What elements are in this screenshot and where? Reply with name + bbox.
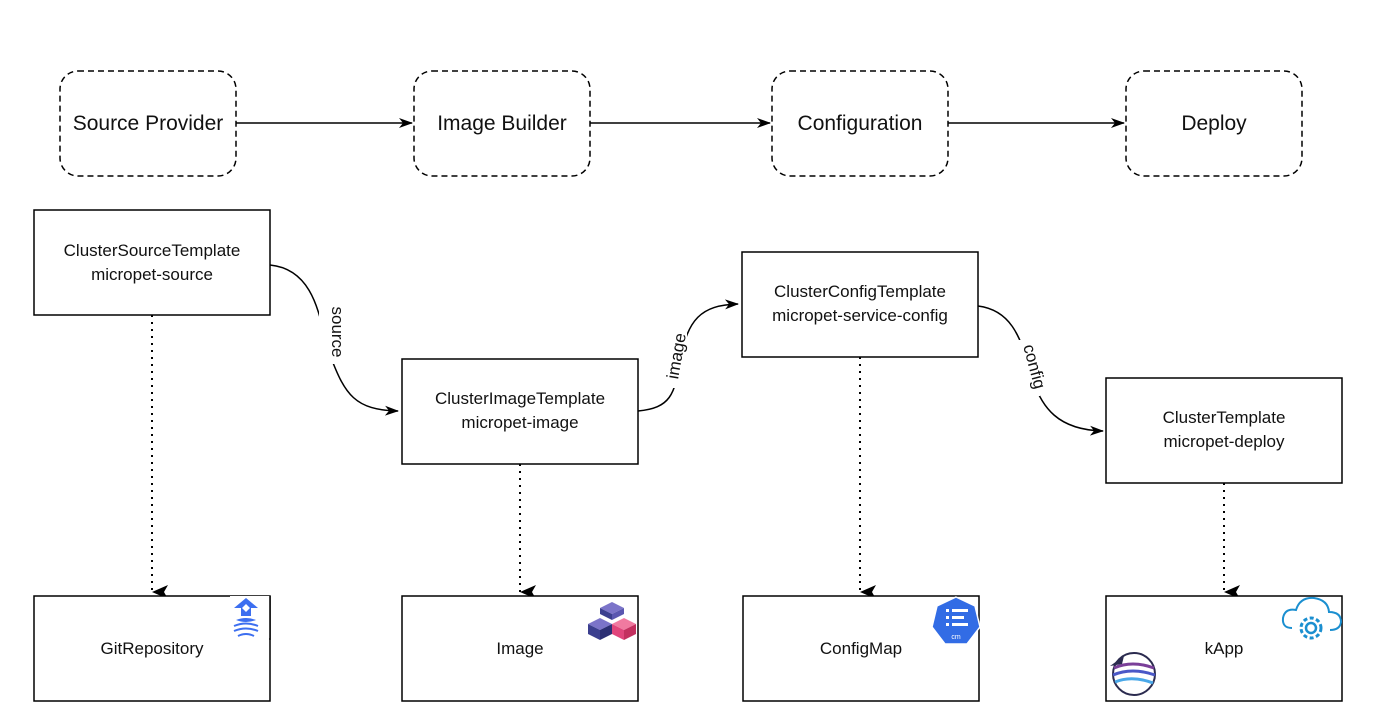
- template-name: micropet-service-config: [772, 306, 948, 325]
- template-name: micropet-image: [461, 413, 578, 432]
- edge-image: image: [637, 299, 739, 412]
- stage-image-builder: Image Builder: [413, 70, 591, 177]
- stage-row: Source Provider Image Builder Configurat…: [59, 70, 1303, 177]
- template-name: micropet-source: [91, 265, 213, 284]
- template-image: ClusterImageTemplate micropet-image: [401, 358, 639, 465]
- template-name: micropet-deploy: [1164, 432, 1285, 451]
- resource-image: Image: [401, 595, 639, 702]
- configmap-icon-text: cm: [951, 634, 961, 641]
- template-kind: ClusterTemplate: [1163, 408, 1286, 427]
- resource-configmap: ConfigMap cm: [742, 595, 981, 702]
- edge-source: source: [269, 264, 399, 416]
- kpack-icon: [588, 602, 636, 640]
- cloud-gear-icon: [1281, 596, 1343, 640]
- stage-label: Configuration: [798, 112, 923, 135]
- stage-label: Image Builder: [437, 112, 567, 135]
- template-edges: source image config: [269, 264, 1104, 436]
- template-config: ClusterConfigTemplate micropet-service-c…: [741, 251, 979, 358]
- stage-label: Source Provider: [73, 112, 224, 135]
- kubernetes-configmap-icon: cm: [931, 596, 981, 645]
- stage-deploy: Deploy: [1125, 70, 1303, 177]
- resource-label: Image: [496, 639, 543, 658]
- resource-kapp: kApp: [1105, 595, 1343, 702]
- flux-icon: [230, 596, 271, 640]
- template-deploy: ClusterTemplate micropet-deploy: [1105, 377, 1343, 484]
- resource-gitrepository: GitRepository: [33, 595, 271, 702]
- template-source: ClusterSourceTemplate micropet-source: [33, 209, 271, 316]
- resource-label: ConfigMap: [820, 639, 902, 658]
- template-kind: ClusterImageTemplate: [435, 389, 605, 408]
- template-kind: ClusterConfigTemplate: [774, 282, 946, 301]
- stage-source-provider: Source Provider: [59, 70, 237, 177]
- template-row: ClusterSourceTemplate micropet-source Cl…: [33, 209, 1343, 484]
- kapp-controller-icon: [1110, 652, 1156, 696]
- resource-label: kApp: [1205, 639, 1244, 658]
- edge-config: config: [977, 305, 1104, 436]
- resource-row: GitRepository Image: [33, 595, 1343, 702]
- stage-configuration: Configuration: [771, 70, 949, 177]
- template-kind: ClusterSourceTemplate: [64, 241, 241, 260]
- edge-label: source: [328, 306, 347, 357]
- resource-label: GitRepository: [101, 639, 204, 658]
- stage-label: Deploy: [1181, 112, 1247, 135]
- stamp-arrows: [151, 315, 1240, 599]
